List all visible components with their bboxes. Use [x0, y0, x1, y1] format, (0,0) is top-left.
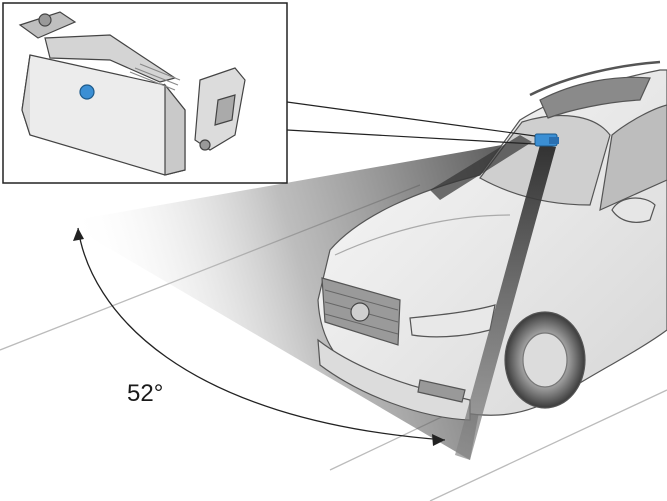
suv-vehicle-icon — [317, 60, 667, 421]
angle-arc — [73, 227, 446, 446]
camera-module-icon — [18, 11, 246, 176]
camera-beam-left — [430, 135, 532, 200]
windshield-camera-icon — [534, 133, 559, 147]
angle-label: 52° — [127, 380, 163, 407]
callout-lines — [286, 101, 536, 145]
inset-camera-module — [2, 2, 288, 184]
camera-beam — [455, 145, 556, 460]
